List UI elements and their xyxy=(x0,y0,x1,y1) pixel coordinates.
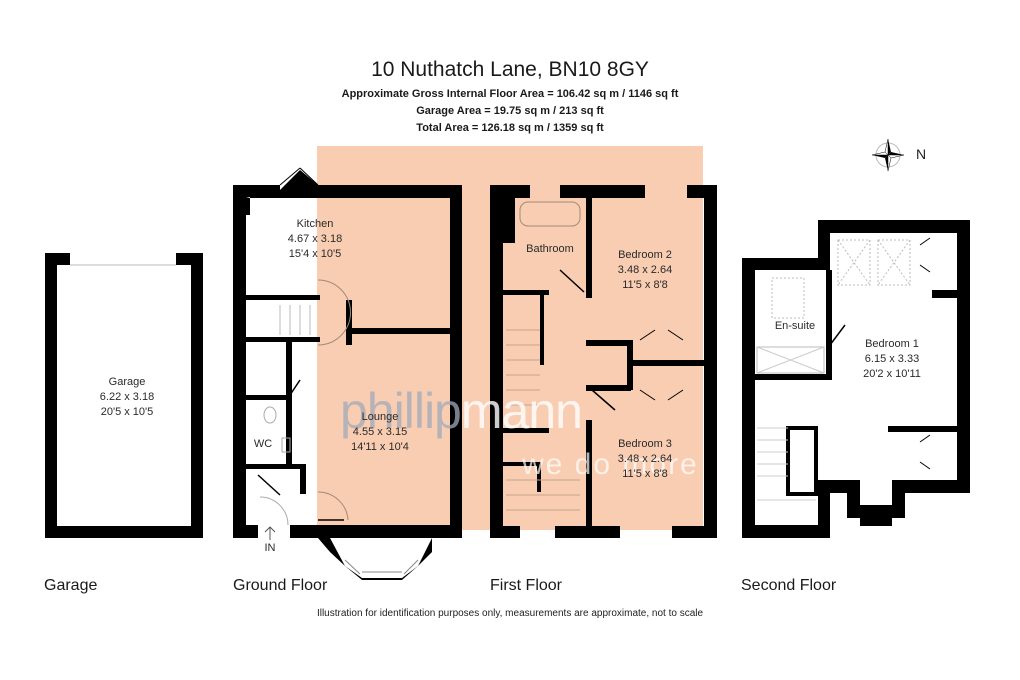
room-lounge: Lounge 4.55 x 3.15 14'11 x 10'4 xyxy=(340,410,420,455)
room-imperial: 20'5 x 10'5 xyxy=(100,406,154,418)
garage-plan xyxy=(45,253,203,538)
room-metric: 3.48 x 2.64 xyxy=(617,264,673,276)
floor-label-ground: Ground Floor xyxy=(233,577,328,594)
room-name: Kitchen xyxy=(296,218,334,230)
room-name: Bedroom 2 xyxy=(618,249,672,261)
entrance-label: IN xyxy=(264,542,276,554)
gross-internal-area: Approximate Gross Internal Floor Area = … xyxy=(341,88,679,100)
room-name: Garage xyxy=(108,376,146,388)
room-imperial: 14'11 x 10'4 xyxy=(351,441,409,453)
room-metric: 6.15 x 3.33 xyxy=(864,353,920,365)
room-name: Lounge xyxy=(361,411,399,423)
room-imperial: 20'2 x 10'11 xyxy=(863,368,921,380)
room-bedroom-1: Bedroom 1 6.15 x 3.33 20'2 x 10'11 xyxy=(852,337,932,382)
compass-icon xyxy=(871,138,905,172)
floor-label-first: First Floor xyxy=(490,577,562,594)
room-kitchen: Kitchen 4.67 x 3.18 15'4 x 10'5 xyxy=(280,217,350,262)
watermark-part2: mann xyxy=(460,383,583,439)
second-floor-plan xyxy=(742,220,970,538)
watermark-part1: phillip xyxy=(340,383,462,439)
highlight-overlay xyxy=(317,146,703,530)
floor-label-garage: Garage xyxy=(44,577,98,594)
room-metric: 3.48 x 2.64 xyxy=(617,453,673,465)
total-area: Total Area = 126.18 sq m / 1359 sq ft xyxy=(416,122,604,134)
room-imperial: 11'5 x 8'8 xyxy=(622,279,668,291)
room-bedroom-3: Bedroom 3 3.48 x 2.64 11'5 x 8'8 xyxy=(605,437,685,482)
room-garage: Garage 6.22 x 3.18 20'5 x 10'5 xyxy=(92,375,162,420)
room-metric: 4.67 x 3.18 xyxy=(287,233,343,245)
room-name: Bedroom 3 xyxy=(618,438,672,450)
room-imperial: 15'4 x 10'5 xyxy=(288,248,342,260)
room-name: Bedroom 1 xyxy=(865,338,919,350)
floor-label-second: Second Floor xyxy=(741,577,837,594)
garage-area: Garage Area = 19.75 sq m / 213 sq ft xyxy=(416,105,604,117)
property-address: 10 Nuthatch Lane, BN10 8GY xyxy=(371,58,649,81)
watermark-logo: phillipmann xyxy=(340,382,583,440)
disclaimer: Illustration for identification purposes… xyxy=(316,608,704,619)
room-metric: 6.22 x 3.18 xyxy=(99,391,155,403)
compass-north-label: N xyxy=(916,146,927,162)
room-metric: 4.55 x 3.15 xyxy=(352,426,408,438)
room-bathroom: Bathroom xyxy=(526,243,574,255)
room-imperial: 11'5 x 8'8 xyxy=(622,468,668,480)
room-bedroom-2: Bedroom 2 3.48 x 2.64 11'5 x 8'8 xyxy=(605,248,685,293)
room-wc: WC xyxy=(253,438,273,450)
room-en-suite: En-suite xyxy=(774,320,816,332)
watermark-tagline: we do more xyxy=(522,448,699,481)
